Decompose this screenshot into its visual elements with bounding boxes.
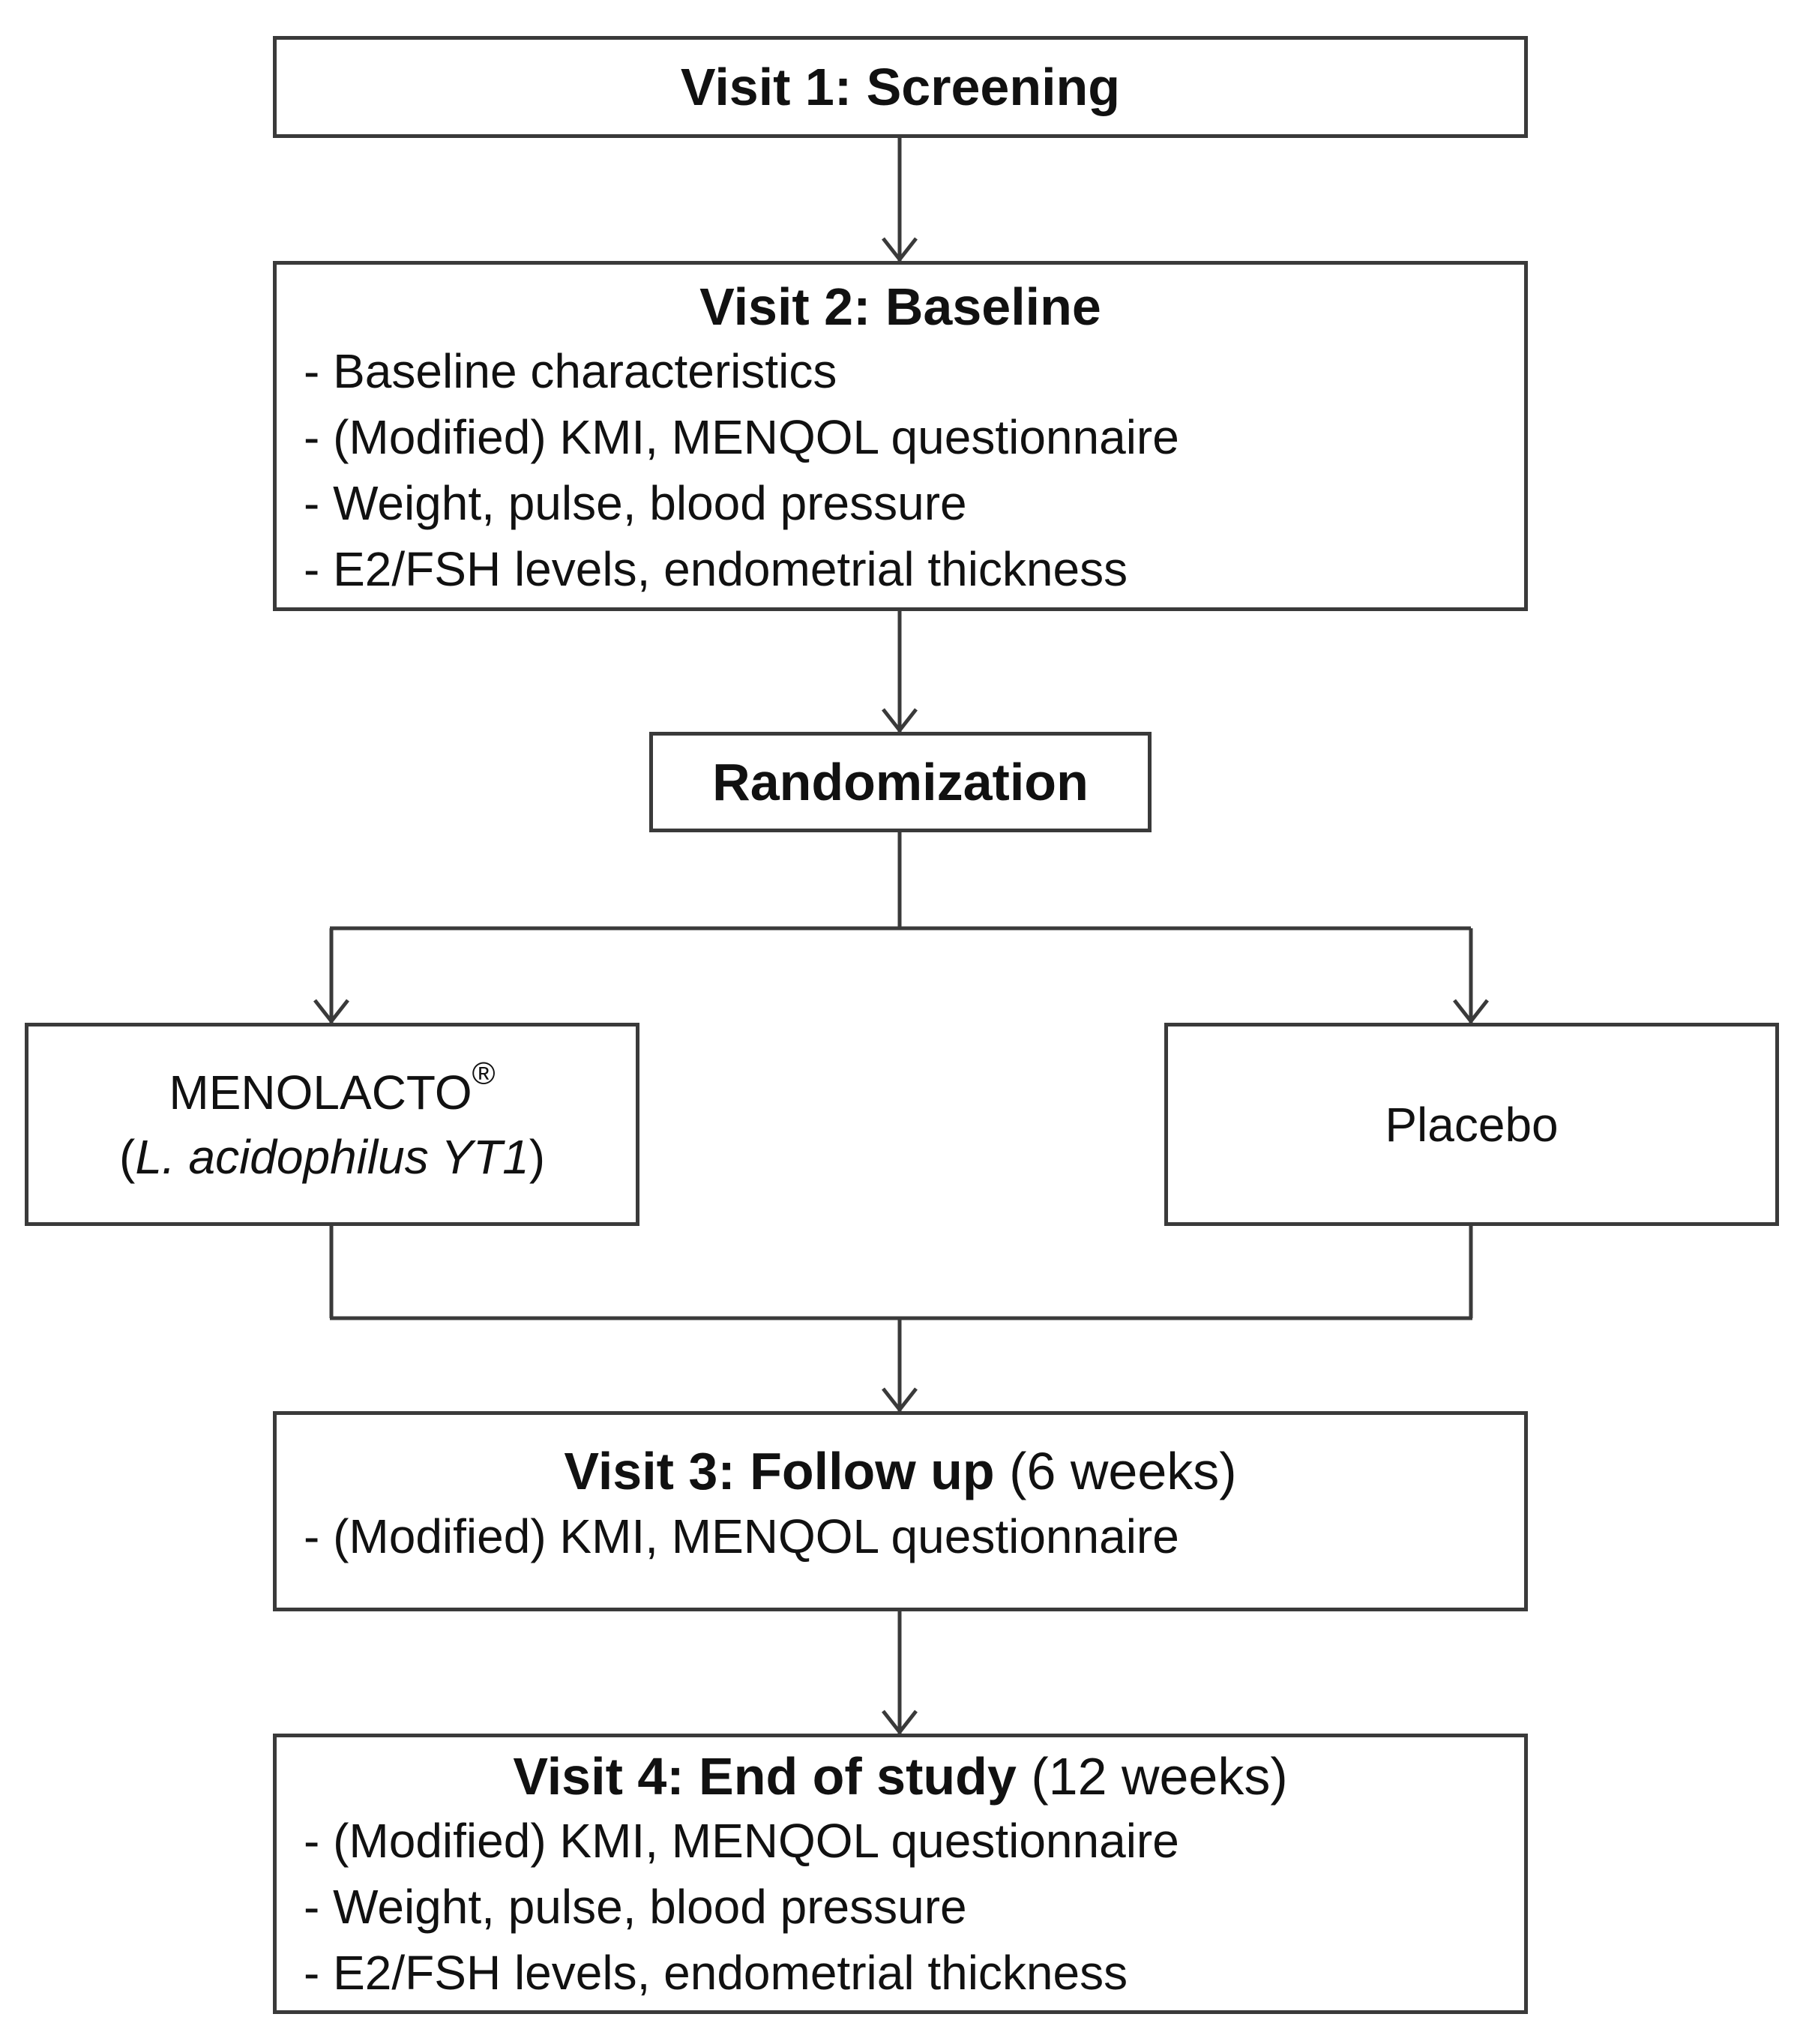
visit4-title: Visit 4: End of study (513, 1747, 1017, 1806)
visit2-item: - E2/FSH levels, endometrial thickness (304, 542, 1128, 596)
visit2-item: - Weight, pulse, blood pressure (304, 476, 967, 530)
visit2-heading: Visit 2: Baseline (277, 275, 1524, 338)
arrowhead-menolacto (313, 999, 349, 1025)
placebo-arm-box: Placebo (1164, 1023, 1779, 1226)
menolacto-arm-box: MENOLACTO® (L. acidophilus YT1) (25, 1023, 639, 1226)
visit3-timing: (6 weeks) (1009, 1442, 1237, 1500)
visit4-heading: Visit 4: End of study (12 weeks) (277, 1745, 1524, 1808)
visit4-timing: (12 weeks) (1031, 1747, 1288, 1806)
visit4-box: Visit 4: End of study (12 weeks) - (Modi… (273, 1734, 1528, 2014)
registered-trademark-icon: ® (472, 1054, 496, 1090)
visit1-title: Visit 1: Screening (680, 58, 1121, 116)
menolacto-name: MENOLACTO (169, 1065, 472, 1119)
randomization-box: Randomization (649, 732, 1152, 832)
visit2-item: - (Modified) KMI, MENQOL questionnaire (304, 410, 1179, 464)
menolacto-name-line: MENOLACTO® (119, 1056, 545, 1125)
menolacto-strain: L. acidophilus YT1 (135, 1129, 529, 1184)
randomization-title: Randomization (712, 753, 1089, 811)
visit3-box: Visit 3: Follow up (6 weeks) - (Modified… (273, 1411, 1528, 1611)
arrowhead-visit3 (882, 1387, 918, 1413)
paren-open: ( (119, 1129, 136, 1184)
menolacto-arm-content: MENOLACTO® (L. acidophilus YT1) (119, 1056, 545, 1189)
visit4-item: - (Modified) KMI, MENQOL questionnaire (304, 1814, 1179, 1868)
arrowhead-randomization (882, 708, 918, 734)
visit2-title: Visit 2: Baseline (699, 277, 1101, 336)
arrowhead-placebo (1453, 999, 1489, 1025)
paren-close: ) (529, 1129, 545, 1184)
visit3-title: Visit 3: Follow up (564, 1442, 995, 1500)
visit3-heading: Visit 3: Follow up (6 weeks) (277, 1439, 1524, 1503)
arrowhead-visit2 (882, 237, 918, 263)
menolacto-strain-line: (L. acidophilus YT1) (119, 1125, 545, 1189)
visit2-item: - Baseline characteristics (304, 344, 837, 398)
visit4-item: - Weight, pulse, blood pressure (304, 1880, 967, 1934)
arrowhead-visit4 (882, 1710, 918, 1736)
placebo-name: Placebo (1385, 1097, 1559, 1152)
visit4-item: - E2/FSH levels, endometrial thickness (304, 1946, 1128, 2000)
visit2-box: Visit 2: Baseline - Baseline characteris… (273, 261, 1528, 611)
visit3-item: - (Modified) KMI, MENQOL questionnaire (304, 1509, 1179, 1563)
visit1-box: Visit 1: Screening (273, 36, 1528, 138)
